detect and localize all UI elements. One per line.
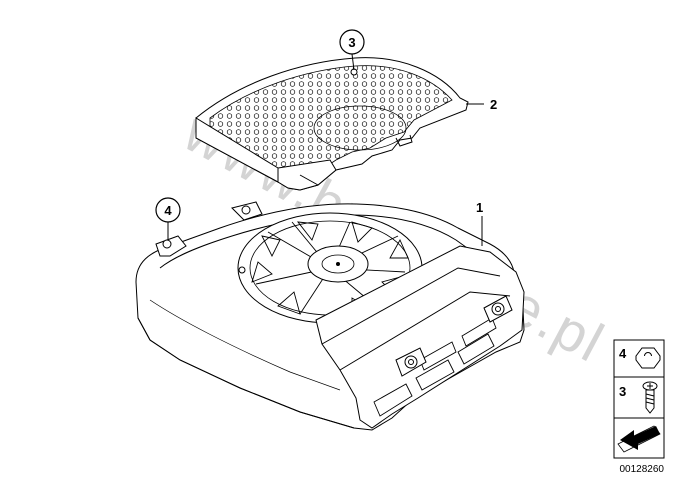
svg-text:4: 4 bbox=[619, 346, 627, 361]
svg-text:1: 1 bbox=[476, 200, 483, 215]
callout-cover[interactable]: 2 bbox=[466, 97, 497, 112]
parts-legend: 4 3 bbox=[613, 339, 665, 459]
svg-text:3: 3 bbox=[348, 35, 355, 50]
svg-text:4: 4 bbox=[164, 203, 172, 218]
svg-text:3: 3 bbox=[619, 384, 626, 399]
callout-grille-screw[interactable]: 3 bbox=[339, 29, 365, 71]
hex-nut-icon bbox=[635, 347, 661, 369]
diagram-id: 00128260 bbox=[620, 464, 665, 475]
cover-part[interactable] bbox=[195, 57, 469, 191]
svg-text:2: 2 bbox=[490, 97, 497, 112]
legend-item-screw[interactable]: 3 bbox=[619, 381, 658, 414]
arrow-direction-icon bbox=[617, 425, 661, 453]
screw-icon bbox=[642, 381, 658, 414]
legend-item-nut[interactable]: 4 bbox=[619, 346, 661, 369]
callout-subwoofer-housing[interactable]: 1 bbox=[476, 200, 483, 246]
callout-mount-nut[interactable]: 4 bbox=[155, 197, 181, 240]
subwoofer-housing[interactable] bbox=[135, 201, 525, 431]
